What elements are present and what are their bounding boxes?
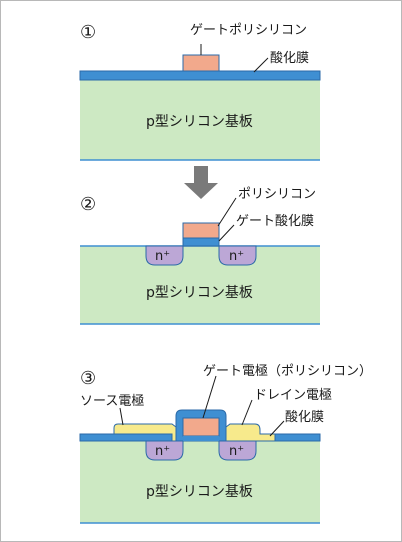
- substrate: [80, 246, 320, 324]
- label-substrate: p型シリコン基板: [146, 483, 253, 500]
- step-3: ③ n⁺ n⁺ ゲート電極（ポリシリコン） ソース電極 ドレイン電極 酸化膜 p…: [79, 363, 372, 524]
- label-n-left: n⁺: [155, 249, 170, 264]
- label-source-electrode: ソース電極: [80, 393, 144, 409]
- gate-poly-block: [182, 417, 220, 437]
- step-2: ② n⁺ n⁺ ポリシリコン ゲート酸化膜 p型シリコン基板: [80, 187, 320, 325]
- substrate: [80, 80, 320, 160]
- oxide-layer-left: [79, 433, 173, 442]
- gate-oxide-thin: [183, 436, 219, 441]
- label-n-right: n⁺: [229, 444, 244, 459]
- down-arrow-icon: [184, 166, 218, 199]
- label-n-left: n⁺: [155, 444, 170, 459]
- step-2-number: ②: [80, 194, 96, 215]
- oxide-leader: [269, 420, 285, 437]
- n-plus-region-left: [145, 245, 184, 266]
- label-drain-electrode: ドレイン電極: [254, 387, 332, 403]
- step-1-number: ①: [80, 22, 96, 43]
- n-plus-region-right: [218, 245, 257, 266]
- drain-electrode-leader: [241, 399, 253, 426]
- poly-leader: [217, 197, 237, 227]
- label-oxide: 酸化膜: [285, 410, 324, 425]
- substrate: [80, 441, 320, 523]
- label-poly: ポリシリコン: [238, 187, 316, 202]
- gate-electrode-leader: [202, 375, 217, 419]
- step-3-number: ③: [80, 368, 96, 389]
- label-gate-oxide: ゲート酸化膜: [236, 214, 314, 229]
- n-plus-region-left: [145, 440, 184, 461]
- drain-electrode: [225, 423, 276, 442]
- poly-block: [182, 222, 220, 239]
- label-substrate: p型シリコン基板: [146, 284, 253, 301]
- label-gate-poly: ゲートポリシリコン: [190, 23, 307, 38]
- step-1: ① ゲートポリシリコン 酸化膜 p型シリコン基板: [79, 22, 321, 161]
- gate-poly-block: [182, 54, 220, 72]
- gate-oxide-layer: [182, 237, 220, 247]
- n-plus-region-right: [218, 440, 257, 461]
- oxide-layer: [79, 70, 321, 81]
- label-gate-electrode: ゲート電極（ポリシリコン）: [203, 363, 372, 379]
- oxide-leader: [253, 57, 269, 73]
- label-substrate: p型シリコン基板: [146, 113, 253, 130]
- label-n-right: n⁺: [229, 249, 244, 264]
- label-oxide: 酸化膜: [270, 51, 309, 66]
- source-electrode-leader: [119, 407, 124, 426]
- gate-oxide-leader: [218, 224, 235, 242]
